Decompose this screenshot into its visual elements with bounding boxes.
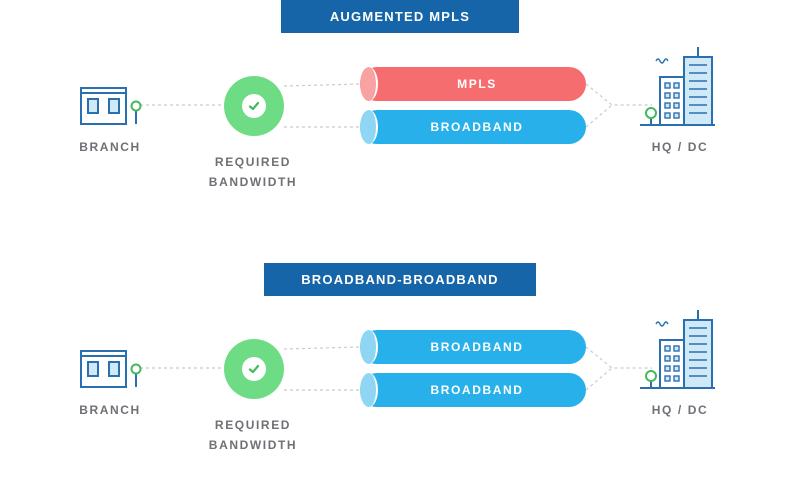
required-bandwidth-check <box>224 76 284 136</box>
checkmark-icon <box>248 101 260 111</box>
bandwidth-label-line1: REQUIRED <box>214 155 292 169</box>
pipe-end-cap <box>360 110 378 144</box>
link-label: BROADBAND <box>430 120 524 134</box>
branch-building-icon <box>80 350 142 388</box>
bandwidth-label-line2: BANDWIDTH <box>208 175 298 189</box>
hq-datacenter-icon <box>640 310 715 389</box>
branch-label: BRANCH <box>79 140 141 154</box>
hq-dc-label: HQ / DC <box>651 140 709 154</box>
hq-dc-label: HQ / DC <box>651 403 709 417</box>
pipe-end-cap <box>360 373 378 407</box>
diagram-title: AUGMENTED MPLS <box>281 0 519 33</box>
branch-building-icon <box>80 87 142 125</box>
link-pipe-mpls: MPLS <box>360 67 586 101</box>
link-label: BROADBAND <box>430 383 524 397</box>
link-pipe-broadband: BROADBAND <box>360 330 586 364</box>
link-pipe-broadband: BROADBAND <box>360 373 586 407</box>
required-bandwidth-label: REQUIRED BANDWIDTH <box>198 152 308 192</box>
branch-label: BRANCH <box>79 403 141 417</box>
pipe-end-cap <box>360 67 378 101</box>
required-bandwidth-check <box>224 339 284 399</box>
diagram-title: BROADBAND-BROADBAND <box>264 263 536 296</box>
link-label: BROADBAND <box>430 340 524 354</box>
link-pipe-broadband: BROADBAND <box>360 110 586 144</box>
checkmark-icon <box>248 364 260 374</box>
hq-datacenter-icon <box>640 47 715 126</box>
connector-lines <box>140 83 652 128</box>
connector-lines <box>140 346 652 391</box>
augmented-mpls-diagram: AUGMENTED MPLS MPLS BROADBAND <box>0 0 800 225</box>
link-label: MPLS <box>457 77 497 91</box>
pipe-end-cap <box>360 330 378 364</box>
broadband-broadband-diagram: BROADBAND-BROADBAND BROADBAND BROADBAND <box>0 263 800 488</box>
bandwidth-label-line1: REQUIRED <box>214 418 292 432</box>
required-bandwidth-label: REQUIRED BANDWIDTH <box>198 415 308 455</box>
bandwidth-label-line2: BANDWIDTH <box>208 438 298 452</box>
